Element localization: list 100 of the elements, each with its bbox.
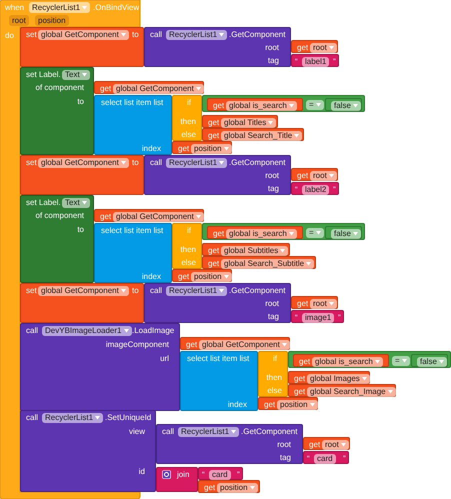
text-block xyxy=(198,467,243,480)
block-keyword: .OnBindView xyxy=(93,3,140,13)
block-keyword: get xyxy=(297,170,308,180)
field-label: card xyxy=(317,454,333,464)
block-keyword: get xyxy=(297,298,308,308)
dropdown-field xyxy=(191,272,232,282)
block-keyword: ” xyxy=(333,56,336,66)
setter-block xyxy=(20,67,94,155)
get-block xyxy=(258,397,318,410)
field-label: Text xyxy=(65,70,80,80)
block-keyword: get xyxy=(213,228,224,238)
field-label: RecyclerList1 xyxy=(169,30,218,40)
block-keyword: get xyxy=(186,340,198,350)
field-label: = xyxy=(309,100,314,110)
block-keyword: get xyxy=(208,118,220,128)
block-keyword: if xyxy=(187,226,191,236)
if-block xyxy=(258,351,288,397)
compare-block xyxy=(288,351,451,368)
get-block xyxy=(202,243,290,256)
block-keyword: get xyxy=(178,144,190,154)
block-keyword: else xyxy=(267,386,282,396)
field-label: card xyxy=(212,470,228,480)
field-label: global Titles xyxy=(224,118,266,128)
field-label: root xyxy=(325,440,339,450)
field-label: Text xyxy=(65,198,80,208)
block-keyword: set xyxy=(26,158,37,168)
field-label: position xyxy=(38,16,66,26)
block-keyword: .SetUniqueId xyxy=(105,413,152,423)
block-keyword: “ xyxy=(295,312,298,322)
block-keyword: set Label. xyxy=(26,198,61,208)
parameter-field xyxy=(9,15,29,26)
block-keyword: root xyxy=(265,299,279,309)
block-keyword: root xyxy=(265,171,279,181)
dropdown-field xyxy=(331,100,361,110)
block-keyword: url xyxy=(160,354,169,364)
block-keyword: if xyxy=(187,98,191,108)
get-block xyxy=(293,354,389,367)
field-label: = xyxy=(395,356,400,366)
dropdown-field xyxy=(29,2,90,13)
field-label: global Search_Title xyxy=(224,130,292,140)
dropdown-field xyxy=(302,184,330,194)
get-block xyxy=(94,81,204,94)
dropdown-field xyxy=(417,356,447,366)
select-block xyxy=(94,223,172,283)
block-keyword: “ xyxy=(307,454,310,464)
dropdown-field xyxy=(322,440,349,450)
block-keyword: .LoadImage xyxy=(132,326,174,336)
block-keyword: root xyxy=(277,440,291,450)
field-label: false xyxy=(420,356,437,366)
if-block xyxy=(172,223,202,269)
field-label: RecyclerList1 xyxy=(181,427,230,437)
block-keyword: get xyxy=(100,212,112,222)
dropdown-field xyxy=(226,228,297,238)
get-block xyxy=(288,371,370,384)
block-keyword: tag xyxy=(268,56,279,66)
block-keyword: else xyxy=(181,258,196,268)
get-block xyxy=(198,480,260,493)
block-keyword: select list item list xyxy=(187,354,250,364)
block-keyword: root xyxy=(265,43,279,53)
boolean-block xyxy=(411,354,448,367)
block-keyword: call xyxy=(162,427,174,437)
field-label: global GetComponent xyxy=(41,30,119,40)
field-label: global GetComponent xyxy=(41,286,119,296)
dropdown-field xyxy=(310,170,337,180)
field-label: image1 xyxy=(305,312,332,322)
block-keyword: get xyxy=(208,258,220,268)
block-keyword: view xyxy=(128,427,145,437)
field-label: false xyxy=(334,228,351,238)
block-keyword: .GetComponent xyxy=(241,427,298,437)
block-keyword: set xyxy=(26,30,37,40)
block-keyword: get xyxy=(309,440,320,450)
block-keyword: get xyxy=(297,42,308,52)
block-keyword: ” xyxy=(333,184,336,194)
block-keyword: index xyxy=(142,144,161,154)
dropdown-field xyxy=(166,286,228,296)
field-label: RecyclerList1 xyxy=(169,286,218,296)
dropdown-field xyxy=(217,482,258,492)
field-label: global Images xyxy=(310,374,360,384)
block-keyword: imageComponent xyxy=(106,340,169,350)
field-label: global GetComponent xyxy=(202,340,280,350)
field-label: root xyxy=(313,298,327,308)
field-label: global GetComponent xyxy=(116,84,194,94)
block-keyword: to xyxy=(77,225,84,235)
dropdown-field xyxy=(392,356,410,366)
block-keyword: to xyxy=(132,286,139,296)
block-keyword: “ xyxy=(295,56,298,66)
block-keyword: “ xyxy=(295,184,298,194)
dropdown-field xyxy=(166,30,228,40)
block-keyword: set Label. xyxy=(26,70,61,80)
block-keyword: get xyxy=(299,356,310,366)
dropdown-field xyxy=(310,42,337,52)
dropdown-field xyxy=(191,144,232,154)
call-block xyxy=(20,323,180,411)
field-label: position xyxy=(194,144,222,154)
dropdown-field xyxy=(302,312,334,322)
block-keyword: if xyxy=(273,354,277,364)
block-keyword: .GetComponent xyxy=(229,30,286,40)
boolean-block xyxy=(325,226,362,239)
dropdown-field xyxy=(178,427,240,437)
block-keyword: to xyxy=(77,97,84,107)
